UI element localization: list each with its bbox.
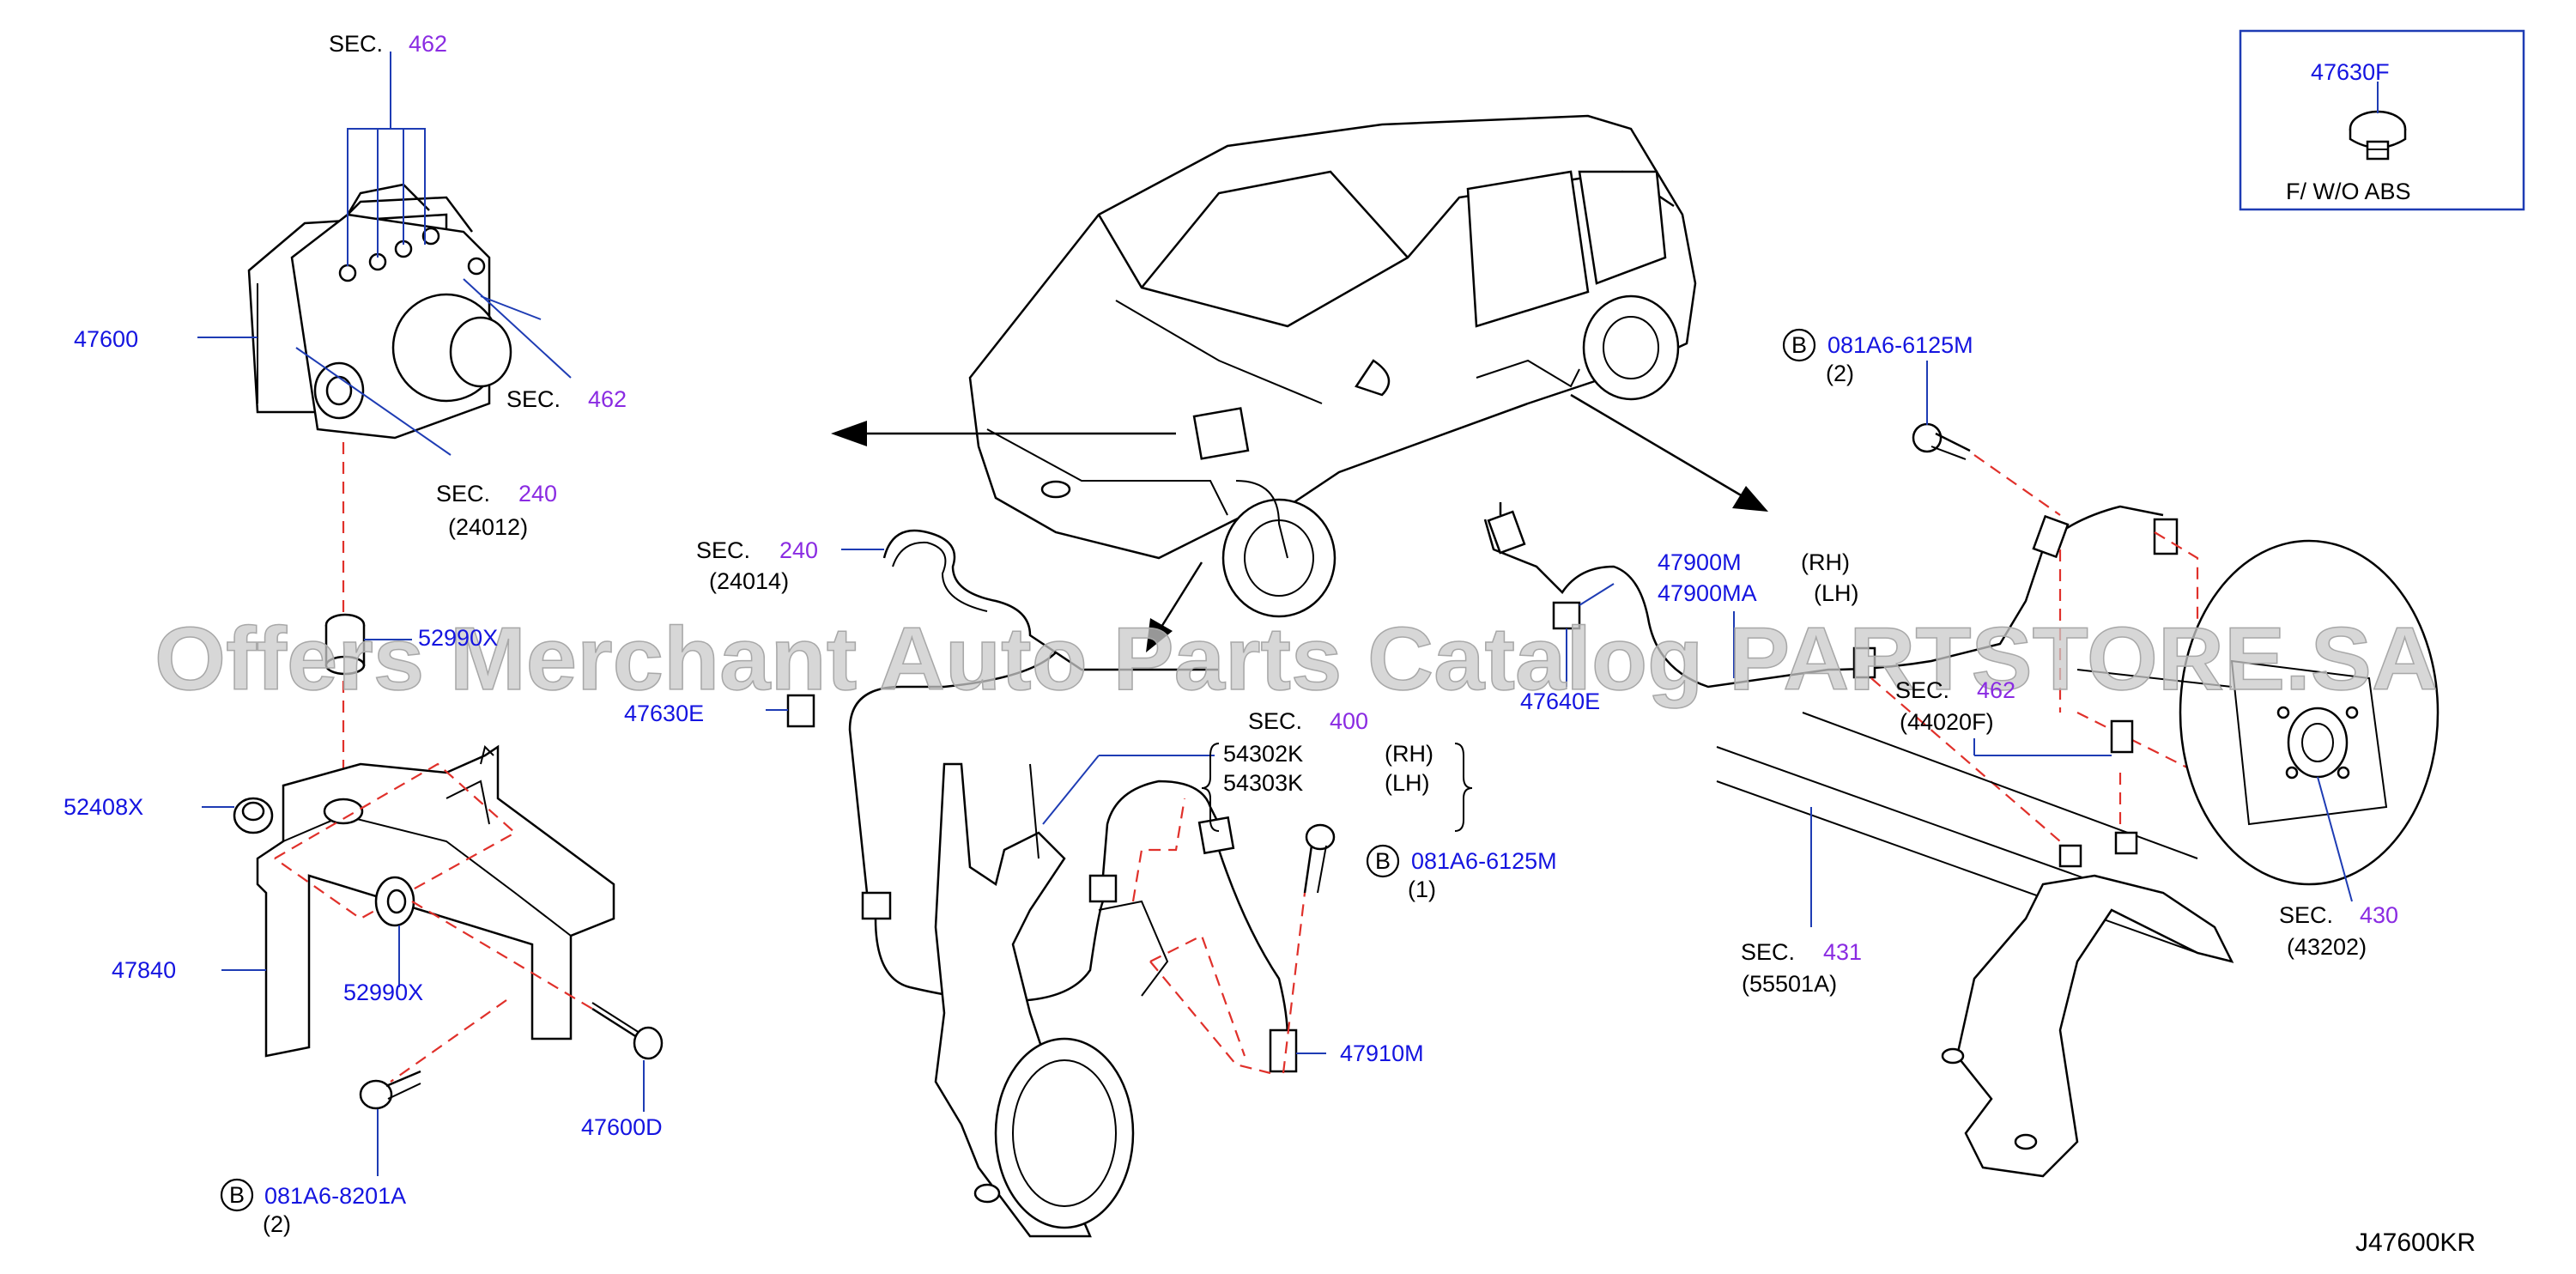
sec430-sub: (43202) xyxy=(2287,934,2367,960)
arrows xyxy=(831,393,1768,652)
part-52990x-bottom[interactable]: 52990X xyxy=(343,980,423,1005)
b-circle-icon xyxy=(220,1178,254,1212)
rear-clip-icon xyxy=(2058,719,2138,868)
sec240-a[interactable]: 240 xyxy=(518,481,557,507)
bolt-right-icon xyxy=(1912,361,1971,460)
bolt-081a6-8201a[interactable]: 081A6-8201A xyxy=(264,1183,406,1209)
bolt-mid-icon xyxy=(1303,823,1336,894)
inset-note: F/ W/O ABS xyxy=(2286,179,2411,204)
part-47600[interactable]: 47600 xyxy=(74,326,138,352)
diagram-id: J47600KR xyxy=(2355,1228,2476,1257)
clip-47640e-icon xyxy=(1552,601,1581,687)
bolt-081a6-6125m-mid-qty: (1) xyxy=(1408,877,1436,902)
sec240-a-sub: (24012) xyxy=(448,514,528,540)
bolt-081a6-6125m-right[interactable]: 081A6-6125M xyxy=(1827,332,1973,358)
sec400[interactable]: 400 xyxy=(1330,708,1368,734)
inset-box xyxy=(2239,29,2525,211)
b-circle-label: B xyxy=(1791,332,1807,358)
b-circle-label: B xyxy=(1375,848,1391,874)
bolt-bottom-left-icon xyxy=(359,1070,421,1176)
sec430[interactable]: 430 xyxy=(2360,902,2398,928)
sec462-top-leaders xyxy=(197,52,572,456)
b-circle-icon xyxy=(1366,844,1400,878)
plug-icon xyxy=(2349,110,2407,161)
part-47640e[interactable]: 47640E xyxy=(1520,689,1600,714)
sec-label: SEC. xyxy=(1248,708,1302,734)
part-47900m[interactable]: 47900M xyxy=(1658,549,1742,575)
bolt-081a6-6125m-right-qty: (2) xyxy=(1826,361,1854,386)
part-52408x[interactable]: 52408X xyxy=(64,794,143,820)
b-circle-icon xyxy=(1782,328,1816,362)
sec240-b-sub: (24014) xyxy=(709,568,789,594)
nut-52408x-icon xyxy=(202,797,274,834)
sec-label: SEC. xyxy=(1741,939,1795,965)
front-harness xyxy=(848,529,1298,1073)
rear-axle xyxy=(1716,712,2234,1178)
grommet-bottom-icon xyxy=(374,876,415,987)
part-47630e[interactable]: 47630E xyxy=(624,701,704,726)
part-54302k-side: (RH) xyxy=(1385,741,1433,767)
sec462-mid[interactable]: 462 xyxy=(588,386,627,412)
sec-label: SEC. xyxy=(696,537,750,563)
sec431-sub: (55501A) xyxy=(1742,971,1837,997)
car-illustration xyxy=(968,114,1697,618)
watermark: Offers Merchant Auto Parts Catalog PARTS… xyxy=(155,610,2438,709)
part-54303k-side: (LH) xyxy=(1385,770,1430,796)
bolt-47600d-icon xyxy=(591,1002,664,1112)
part-47900ma[interactable]: 47900MA xyxy=(1658,580,1757,606)
sec462-top[interactable]: 462 xyxy=(409,31,447,57)
clip-47630e-icon xyxy=(766,694,815,728)
sec-label: SEC. xyxy=(329,31,383,57)
part-54303k[interactable]: 54303K xyxy=(1223,770,1303,796)
knuckle xyxy=(934,762,1169,1238)
sec462-right-sub: (44020F) xyxy=(1900,709,1994,735)
part-52990x-top[interactable]: 52990X xyxy=(418,625,498,651)
sec-label: SEC. xyxy=(436,481,490,507)
part-47910m[interactable]: 47910M xyxy=(1340,1040,1424,1066)
sec-label: SEC. xyxy=(2279,902,2333,928)
sec462-right[interactable]: 462 xyxy=(1977,677,2015,703)
sec240-b[interactable]: 240 xyxy=(779,537,818,563)
sec431[interactable]: 431 xyxy=(1823,939,1862,965)
rear-harness xyxy=(1483,502,2179,689)
part-54302k[interactable]: 54302K xyxy=(1223,741,1303,767)
abs-actuator-unit xyxy=(247,183,512,440)
b-circle-label: B xyxy=(229,1182,245,1208)
part-47900m-side: (RH) xyxy=(1801,549,1850,575)
part-47600d[interactable]: 47600D xyxy=(581,1114,663,1140)
part-47840[interactable]: 47840 xyxy=(112,957,176,983)
part-47900ma-side: (LH) xyxy=(1814,580,1859,606)
bolt-081a6-6125m-mid[interactable]: 081A6-6125M xyxy=(1411,848,1557,874)
bolt-081a6-8201a-qty: (2) xyxy=(263,1211,291,1237)
inset-part-number[interactable]: 47630F xyxy=(2311,59,2390,85)
bracket xyxy=(256,744,615,1058)
sec-label: SEC. xyxy=(1895,677,1949,703)
grommet-icon xyxy=(324,613,412,676)
sec-label: SEC. xyxy=(506,386,561,412)
brake-plate xyxy=(2179,539,2440,902)
